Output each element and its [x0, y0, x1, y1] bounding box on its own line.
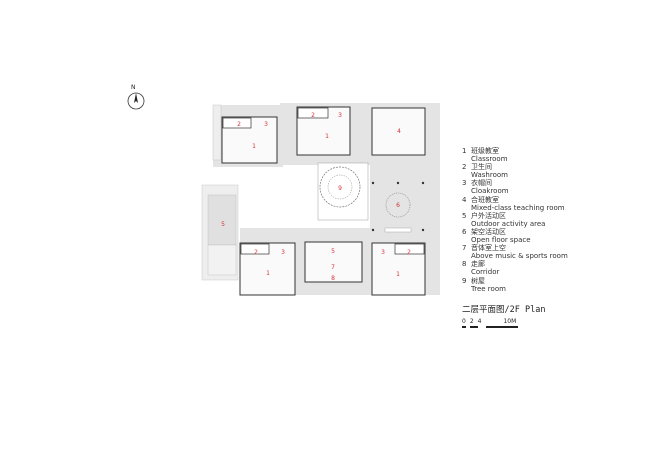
room-number: 3 — [338, 112, 342, 119]
tree-room-courtyard — [317, 162, 369, 221]
room-number: 8 — [331, 275, 335, 282]
room-number: 5 — [331, 248, 335, 255]
room-number: 3 — [264, 121, 268, 128]
room-labels: 1 2 3 1 2 3 4 9 6 5 1 2 3 5 7 8 1 2 3 — [221, 112, 411, 282]
legend-zh: 合班教室 — [471, 195, 499, 204]
legend-number: 5 — [462, 211, 467, 220]
room-number: 2 — [407, 249, 411, 256]
legend-zh: 树屋 — [471, 276, 485, 285]
legend-en: Tree room — [471, 284, 506, 293]
legend-en: Corridor — [471, 268, 500, 277]
legend-en: Washroom — [471, 171, 508, 180]
legend-number: 9 — [462, 276, 467, 285]
open-floor-space — [371, 181, 425, 233]
scale-tick: 2 — [469, 318, 474, 325]
legend-number: 2 — [462, 163, 467, 172]
legend-number: 4 — [462, 195, 467, 204]
room-number: 7 — [331, 264, 335, 271]
scale-tick: 4 — [477, 318, 482, 325]
stair-hatch — [201, 104, 239, 281]
room-number: 1 — [252, 143, 256, 150]
legend-en: Open floor space — [471, 236, 531, 245]
scale-bar: 0 2 4 10M — [462, 318, 522, 328]
legend-number: 1 — [462, 147, 467, 155]
legend-number: 3 — [462, 179, 467, 188]
room-number: 3 — [281, 249, 285, 256]
north-label: N — [131, 84, 136, 91]
room-number: 5 — [221, 221, 225, 228]
room-number: 2 — [254, 249, 258, 256]
plan-title: 二层平面图/2F Plan — [462, 305, 546, 315]
room-number: 3 — [381, 249, 385, 256]
room-number: 1 — [325, 133, 329, 140]
north-arrow-icon: N — [127, 84, 145, 110]
legend: 1 班级教室 Classroom 2 卫生间 Washroom 3 衣帽间 Cloak… — [462, 147, 568, 293]
room-number: 2 — [311, 112, 315, 119]
legend-en: Outdoor activity area — [471, 219, 546, 228]
legend-en: Cloakroom — [471, 187, 509, 196]
room-number: 6 — [396, 202, 400, 209]
legend-en: Above music & sports room — [471, 252, 568, 261]
legend-zh: 音体室上空 — [471, 244, 506, 253]
legend-zh: 走廊 — [471, 260, 485, 269]
wet-cores — [222, 107, 425, 255]
room-number: 1 — [266, 270, 270, 277]
legend-en: Mixed-class teaching room — [471, 203, 565, 212]
legend-number: 6 — [462, 227, 467, 236]
legend-zh: 衣帽间 — [471, 179, 492, 188]
legend-zh: 户外活动区 — [471, 211, 506, 220]
scale-tick: 10M — [503, 318, 517, 325]
room-number: 1 — [396, 271, 400, 278]
room-number: 2 — [237, 121, 241, 128]
room-number: 9 — [338, 185, 342, 192]
legend-en: Classroom — [471, 155, 508, 164]
legend-zh: 班级教室 — [471, 147, 499, 155]
legend-zh: 架空活动区 — [471, 227, 506, 236]
scale-tick: 0 — [462, 318, 466, 325]
room-number: 4 — [397, 128, 401, 135]
scale-bar-graphic — [462, 326, 518, 328]
legend-number: 8 — [462, 260, 467, 269]
legend-number: 7 — [462, 244, 467, 253]
legend-zh: 卫生间 — [471, 163, 492, 172]
